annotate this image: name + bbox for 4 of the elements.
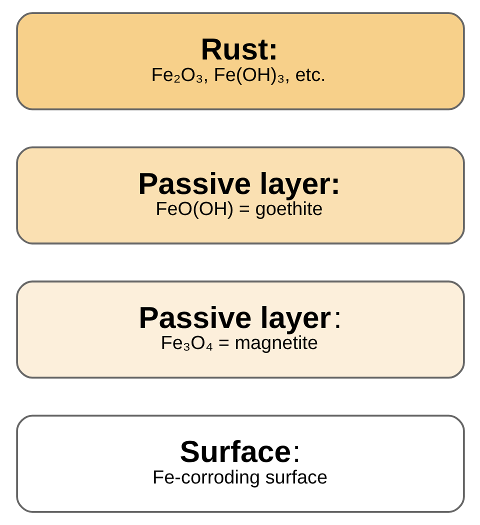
node-box: Passive layer: Fe₃O₄ = magnetite: [16, 280, 464, 379]
node-box: Surface: Fe-corroding surface: [16, 414, 464, 513]
node-box: Passive layer: FeO(OH) = goethite: [16, 146, 464, 244]
node-box: Rust: Fe₂O₃, Fe(OH)₃, etc.: [16, 12, 464, 110]
